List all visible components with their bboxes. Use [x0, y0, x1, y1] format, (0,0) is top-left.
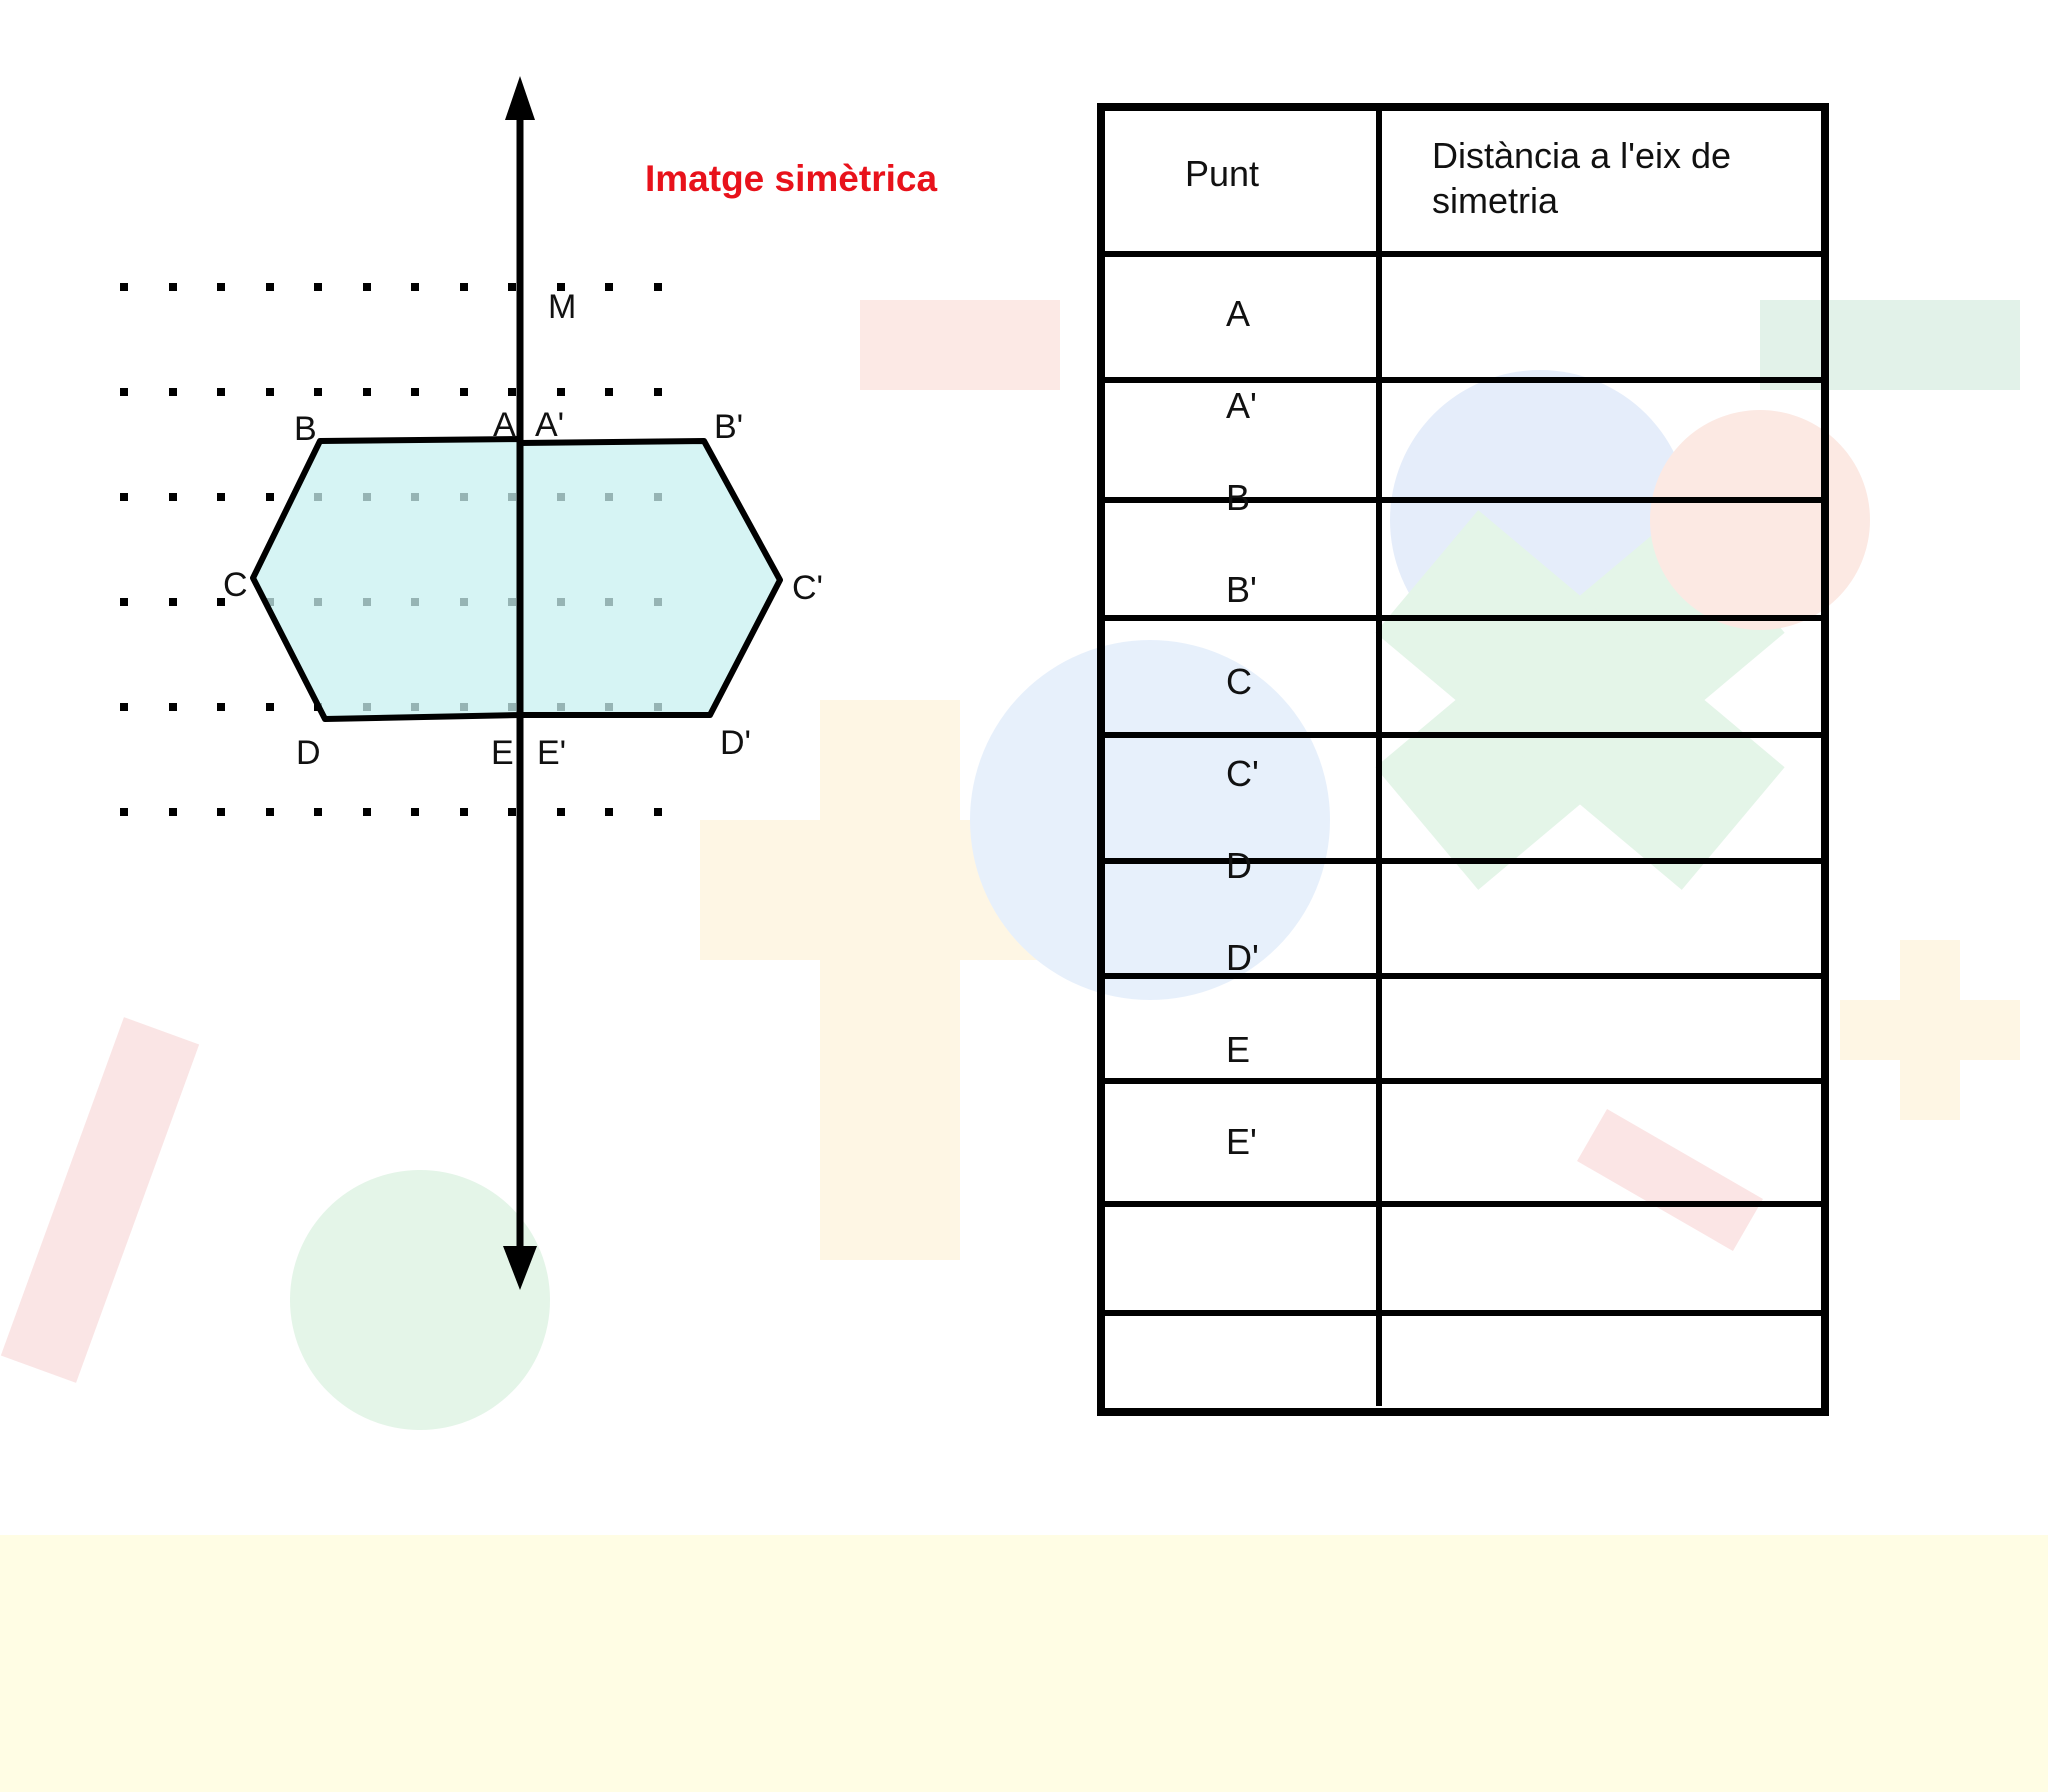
- table-header-divider: [1105, 251, 1821, 257]
- point-c-label: C: [223, 566, 248, 604]
- point-d-prime-label: D': [720, 724, 752, 762]
- grid-dot: [363, 283, 371, 291]
- grid-dot: [120, 808, 128, 816]
- grid-dot: [266, 493, 274, 501]
- table-row-divider: [1105, 1310, 1821, 1316]
- table-row-divider: [1105, 497, 1821, 503]
- grid-dot: [557, 283, 565, 291]
- grid-dot: [411, 283, 419, 291]
- table-column-divider: [1376, 111, 1382, 1406]
- point-d-label: D: [296, 734, 321, 772]
- grid-dot: [363, 808, 371, 816]
- grid-dot: [605, 808, 613, 816]
- grid-dot: [314, 388, 322, 396]
- grid-dot: [508, 808, 516, 816]
- table-header-distance: Distància a l'eix de simetria: [1432, 135, 1732, 221]
- grid-dot: [508, 388, 516, 396]
- table-row-divider: [1105, 973, 1821, 979]
- grid-dot: [169, 598, 177, 606]
- table-row-label: A': [1226, 385, 1257, 426]
- grid-dot: [363, 388, 371, 396]
- table-row-divider: [1105, 377, 1821, 383]
- grid-dot: [217, 598, 225, 606]
- grid-dot: [411, 388, 419, 396]
- table-row-divider: [1105, 1078, 1821, 1084]
- grid-dot: [314, 283, 322, 291]
- grid-dot: [169, 703, 177, 711]
- table-row-label: D': [1226, 937, 1259, 978]
- point-b-prime-label: B': [714, 408, 744, 446]
- table-row-divider: [1105, 732, 1821, 738]
- grid-dot: [217, 283, 225, 291]
- grid-dot: [460, 283, 468, 291]
- grid-dot: [654, 388, 662, 396]
- subtitle: Imatge simètrica: [645, 158, 938, 199]
- grid-dot: [314, 808, 322, 816]
- grid-dot: [120, 703, 128, 711]
- grid-dot: [169, 808, 177, 816]
- grid-dot: [557, 808, 565, 816]
- point-e-prime-label: E': [537, 734, 567, 772]
- table-row-label: A: [1226, 293, 1251, 334]
- table-row-label: C: [1226, 661, 1252, 702]
- grid-dot: [266, 283, 274, 291]
- grid-dot: [605, 283, 613, 291]
- grid-dot: [217, 388, 225, 396]
- footer-band: [0, 1535, 2048, 1792]
- axis-arrow-up-icon: [505, 76, 535, 120]
- grid-dot: [120, 388, 128, 396]
- grid-dot: [605, 388, 613, 396]
- grid-dot: [120, 598, 128, 606]
- grid-dot: [169, 388, 177, 396]
- grid-dot: [169, 493, 177, 501]
- grid-dot: [266, 808, 274, 816]
- point-c-prime-label: C': [792, 569, 824, 607]
- grid-dot: [460, 388, 468, 396]
- table-row-label: B': [1226, 569, 1257, 610]
- distance-table: Punt Distància a l'eix de simetria A A' …: [1097, 103, 1829, 1416]
- grid-dot: [217, 703, 225, 711]
- point-e-label: E: [491, 734, 514, 772]
- reflected-figure-shape: [517, 438, 783, 718]
- axis-point-m-label: M: [548, 288, 577, 326]
- grid-dot: [654, 808, 662, 816]
- grid-dot: [169, 283, 177, 291]
- table-row-label: C': [1226, 753, 1259, 794]
- point-a-prime-label: A': [535, 406, 565, 444]
- grid-dot: [217, 808, 225, 816]
- axis-arrow-down-icon: [503, 1246, 537, 1290]
- grid-dot: [411, 808, 419, 816]
- grid-dot: [557, 388, 565, 396]
- table-row-label: D: [1226, 845, 1252, 886]
- grid-dot: [120, 493, 128, 501]
- point-a-label: A: [493, 406, 516, 444]
- table-header-point: Punt: [1185, 153, 1260, 194]
- table-row-label: B: [1226, 477, 1251, 518]
- original-figure-shape: [250, 436, 523, 722]
- grid-dot: [508, 283, 516, 291]
- table-row-divider: [1105, 615, 1821, 621]
- point-b-label: B: [294, 410, 317, 448]
- grid-dot: [217, 493, 225, 501]
- table-row-label: E': [1226, 1121, 1257, 1162]
- table-row-divider: [1105, 858, 1821, 864]
- grid-dot: [266, 703, 274, 711]
- grid-dot: [654, 283, 662, 291]
- table-row-divider: [1105, 1201, 1821, 1207]
- grid-dot: [266, 388, 274, 396]
- grid-dot: [120, 283, 128, 291]
- grid-dot: [460, 808, 468, 816]
- table-row-label: E: [1226, 1029, 1251, 1070]
